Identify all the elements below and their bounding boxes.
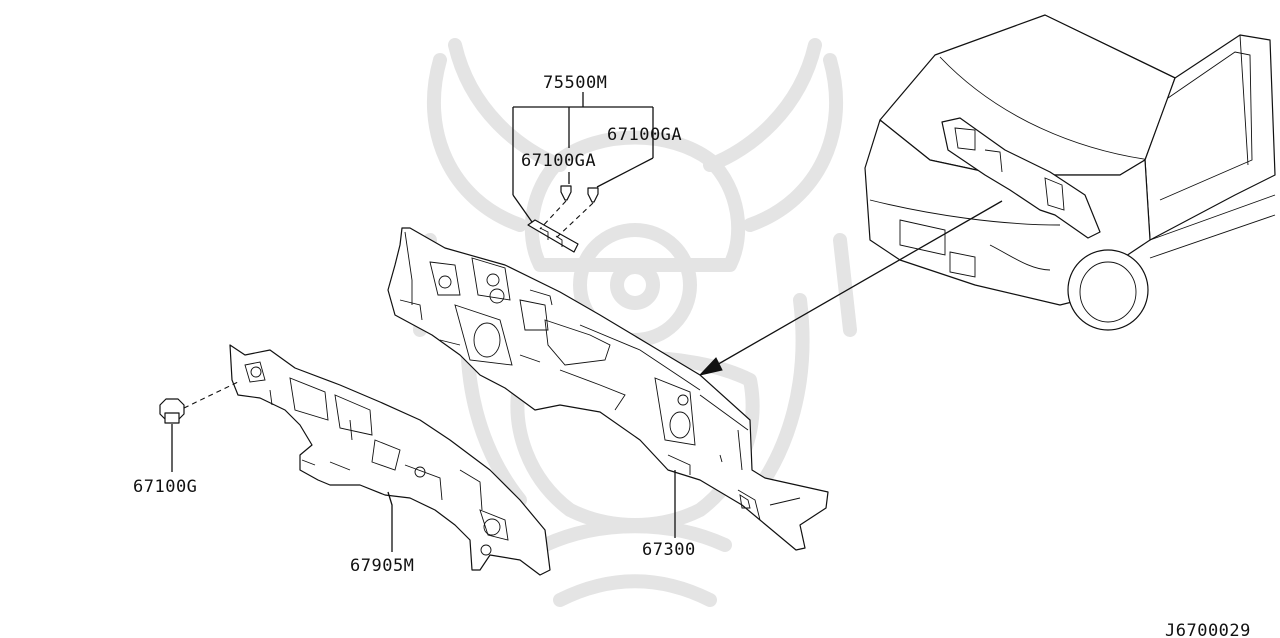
part-label-67905m: 67905M <box>350 556 414 576</box>
diagram-code: J6700029 <box>1165 621 1251 638</box>
part-label-67100g: 67100G <box>133 477 197 497</box>
bolt-67100g-part <box>159 381 239 472</box>
part-label-67300: 67300 <box>642 540 696 560</box>
lower-cowl-panel-part <box>229 344 551 576</box>
vehicle-front-view-icon <box>864 14 1276 331</box>
leader-line-67905m <box>387 491 393 552</box>
cowl-top-panel-part <box>387 227 829 551</box>
clip-bracket-part <box>527 185 599 253</box>
part-label-67100ga-upper: 67100GA <box>607 125 682 145</box>
part-label-75500m: 75500M <box>543 73 607 93</box>
leader-lines-75500m <box>512 92 654 223</box>
direction-arrow-icon <box>698 200 1003 376</box>
part-label-67100ga-lower: 67100GA <box>521 151 596 171</box>
